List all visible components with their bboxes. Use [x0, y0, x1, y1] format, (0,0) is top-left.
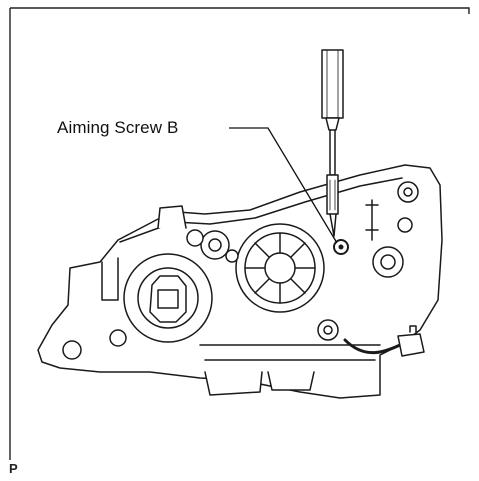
callout-label-aiming-screw-b: Aiming Screw B: [57, 118, 179, 137]
callout-leader: [229, 127, 338, 244]
screwdriver: [321, 49, 344, 237]
figure-code: P: [9, 461, 18, 476]
wire-connector: [397, 333, 425, 357]
frame-border: [9, 7, 470, 460]
